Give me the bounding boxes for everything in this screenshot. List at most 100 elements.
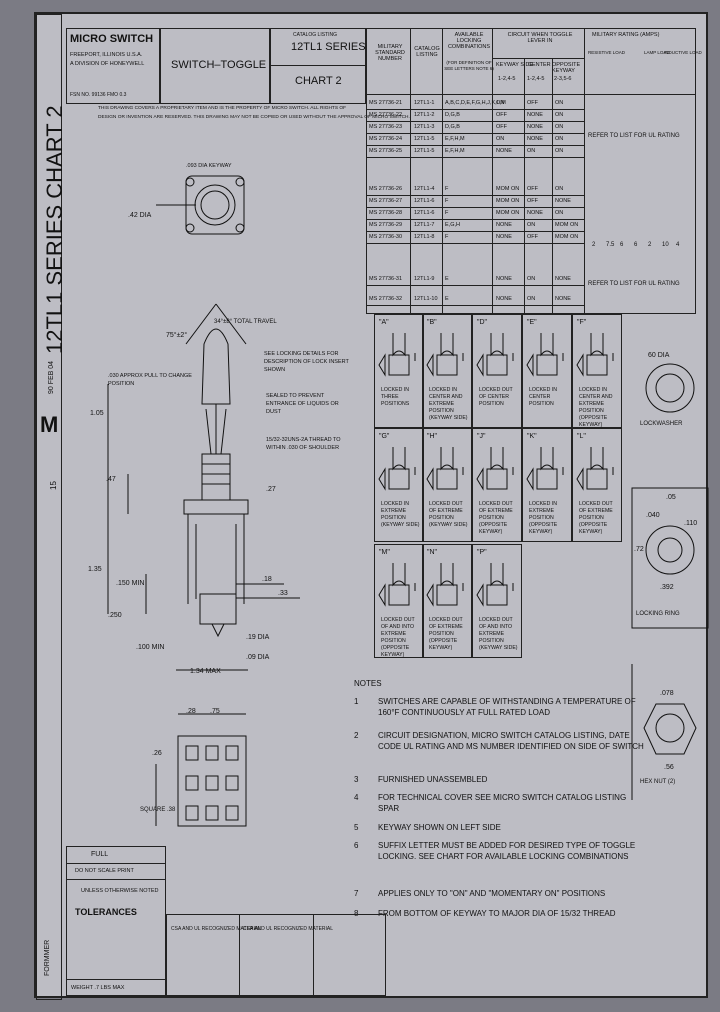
cell-locking: F xyxy=(445,210,449,216)
label-thread: 15/32-32UNS-2A THREAD TO WITHIN .030 OF … xyxy=(266,437,341,451)
label-dim-105: 1.05 xyxy=(90,410,104,417)
locking-letter: "J" xyxy=(477,433,486,440)
locking-letter: "M" xyxy=(379,549,390,556)
cell-keyway: NONE xyxy=(496,148,512,154)
locking-diagram xyxy=(576,333,614,377)
label-dim-09: .09 DIA xyxy=(246,654,270,661)
side-letter: M xyxy=(40,412,59,437)
locking-letter: "A" xyxy=(379,319,389,326)
cell-keyway: NONE xyxy=(496,222,512,228)
notes-heading: NOTES xyxy=(354,679,382,688)
proprietary-line-1: THIS DRAWING COVERS A PROPRIETARY ITEM A… xyxy=(98,106,347,111)
cell-keyway: ON xyxy=(496,100,505,106)
cell-mil: MS 27736-27 xyxy=(369,198,403,204)
locking-cell: "N" LOCKED OUT OF EXTREME POSITION (OPPOS… xyxy=(422,544,472,658)
cell-keyway: NONE xyxy=(496,234,512,240)
locking-caption: LOCKED IN CENTER AND EXTREME POSITION (K… xyxy=(429,387,468,421)
note-text: SUFFIX LETTER MUST BE ADDED FOR DESIRED … xyxy=(378,841,636,861)
proprietary-line-2: DESIGN OR INVENTION ARE RESERVED. THIS D… xyxy=(98,115,410,120)
locking-cell: "E"LOCKED IN CENTER POSITION xyxy=(522,314,572,428)
cell-keyway: OFF xyxy=(496,124,507,130)
row-divider xyxy=(366,121,584,122)
label-dim-040: .040 xyxy=(646,512,660,519)
locking-caption: LOCKED OUT OF AND INTO EXTREME POSITION … xyxy=(479,617,518,651)
locking-diagram xyxy=(476,447,514,491)
locking-caption: LOCKED IN EXTREME POSITION (KEYWAY SIDE) xyxy=(381,501,420,528)
header-lamp: LAMP LOAD xyxy=(644,50,670,55)
label-dim-75: .75 xyxy=(210,708,220,715)
locking-cell: "B"LOCKED IN CENTER AND EXTREME POSITION… xyxy=(422,314,472,428)
cell-center: OFF xyxy=(527,198,538,204)
scale-value: FULL xyxy=(91,851,109,858)
cell-keyway: NONE xyxy=(496,276,512,282)
side-strip xyxy=(36,14,62,1000)
locking-diagram xyxy=(426,447,464,491)
do-not-scale: DO NOT SCALE PRINT xyxy=(75,868,134,874)
locking-cell: "A" LOCKED IN THREE POSITIONS xyxy=(374,314,424,428)
locking-diagram xyxy=(378,447,416,491)
label-dim-250: .250 xyxy=(108,612,122,619)
header-catalog: CATALOG LISTING xyxy=(414,46,440,58)
locking-diagram xyxy=(476,563,514,607)
cell-catalog: 12TL1-7 xyxy=(414,222,435,228)
cell-opposite: NONE xyxy=(555,198,571,204)
locking-caption: LOCKED OUT OF EXTREME POSITION (OPPOSITE… xyxy=(429,617,463,651)
note-text: FOR TECHNICAL COVER SEE MICRO SWITCH CAT… xyxy=(378,793,627,813)
label-dim-28: .28 xyxy=(186,708,196,715)
cell-catalog: 12TL1-5 xyxy=(414,148,435,154)
label-dim-078: .078 xyxy=(660,690,674,697)
note-text: FROM BOTTOM OF KEYWAY TO MAJOR DIA OF 15… xyxy=(378,909,616,918)
note-text: SWITCHES ARE CAPABLE OF WITHSTANDING A T… xyxy=(378,697,636,717)
row-divider xyxy=(366,285,584,286)
rating-value: 2 xyxy=(592,242,596,248)
label-dim-27: .27 xyxy=(266,486,276,493)
row-divider xyxy=(366,157,584,158)
rating-value: 7.5 xyxy=(606,242,615,248)
cell-opposite: ON xyxy=(555,210,564,216)
rating-value: 6 xyxy=(620,242,624,248)
cell-locking: D,G,B xyxy=(445,124,460,130)
cell-mil: MS 27736-21 xyxy=(369,100,403,106)
label-pull: .030 APPROX PULL TO CHANGE POSITION xyxy=(108,373,192,387)
header-resistive: RESISTIVE LOAD xyxy=(588,50,626,55)
cell-catalog: 12TL1-8 xyxy=(414,234,435,240)
locking-letter: "K" xyxy=(527,433,537,440)
product-block: SWITCH–TOGGLE xyxy=(160,28,270,104)
cell-catalog: 12TL1-3 xyxy=(414,124,435,130)
locking-caption: LOCKED OUT OF AND INTO EXTREME POSITION … xyxy=(381,617,415,658)
locking-cell: "M" LOCKED OUT OF AND INTO EXTREME POSITI… xyxy=(374,544,424,658)
locking-cell: "F"LOCKED IN CENTER AND EXTREME POSITION… xyxy=(572,314,622,428)
cell-mil: MS 27736-30 xyxy=(369,234,403,240)
switch-drawing xyxy=(107,175,709,827)
cell-center: ON xyxy=(527,296,536,302)
label-lockwasher: LOCKWASHER xyxy=(640,421,683,427)
locking-caption: LOCKED OUT OF CENTER POSITION xyxy=(479,387,513,407)
rating-note-2: REFER TO LIST FOR UL RATING xyxy=(588,281,680,287)
label-keyway: .093 DIA KEYWAY xyxy=(186,163,232,169)
terminal-c: 2-3,5-6 xyxy=(554,76,572,82)
cell-catalog: 12TL1-1 xyxy=(414,100,435,106)
header-keyway-side: KEYWAY SIDE xyxy=(496,62,534,68)
cell-opposite: ON xyxy=(555,124,564,130)
cell-locking: F xyxy=(445,234,449,240)
header-inductive: INDUCTIVE LOAD xyxy=(664,50,702,55)
note-number: 8 xyxy=(354,909,359,918)
cell-catalog: 12TL1-10 xyxy=(414,296,438,302)
fsn-number: FSN NO. 99136 FMO 0.3 xyxy=(70,92,127,98)
note-number: 4 xyxy=(354,793,359,802)
locking-caption: LOCKED IN EXTREME POSITION (OPPOSITE KEY… xyxy=(529,501,558,535)
locking-diagram xyxy=(526,447,564,491)
rating-value: 6 xyxy=(634,242,638,248)
side-formmer: FORMMER xyxy=(44,939,51,976)
cell-mil: MS 27736-31 xyxy=(369,276,403,282)
locking-letter: "P" xyxy=(477,549,487,556)
label-dim-56: .56 xyxy=(664,764,674,771)
header-center: CENTER xyxy=(528,62,551,68)
locking-caption: LOCKED IN THREE POSITIONS xyxy=(381,387,410,407)
locking-letter: "N" xyxy=(427,549,438,556)
label-dim-26: .26 xyxy=(152,750,162,757)
label-hex-nut: HEX NUT (2) xyxy=(640,779,676,785)
note-text: CIRCUIT DESIGNATION, MICRO SWITCH CATALO… xyxy=(378,731,644,751)
cell-opposite: ON xyxy=(555,186,564,192)
locking-caption: LOCKED IN CENTER AND EXTREME POSITION (O… xyxy=(579,387,613,428)
